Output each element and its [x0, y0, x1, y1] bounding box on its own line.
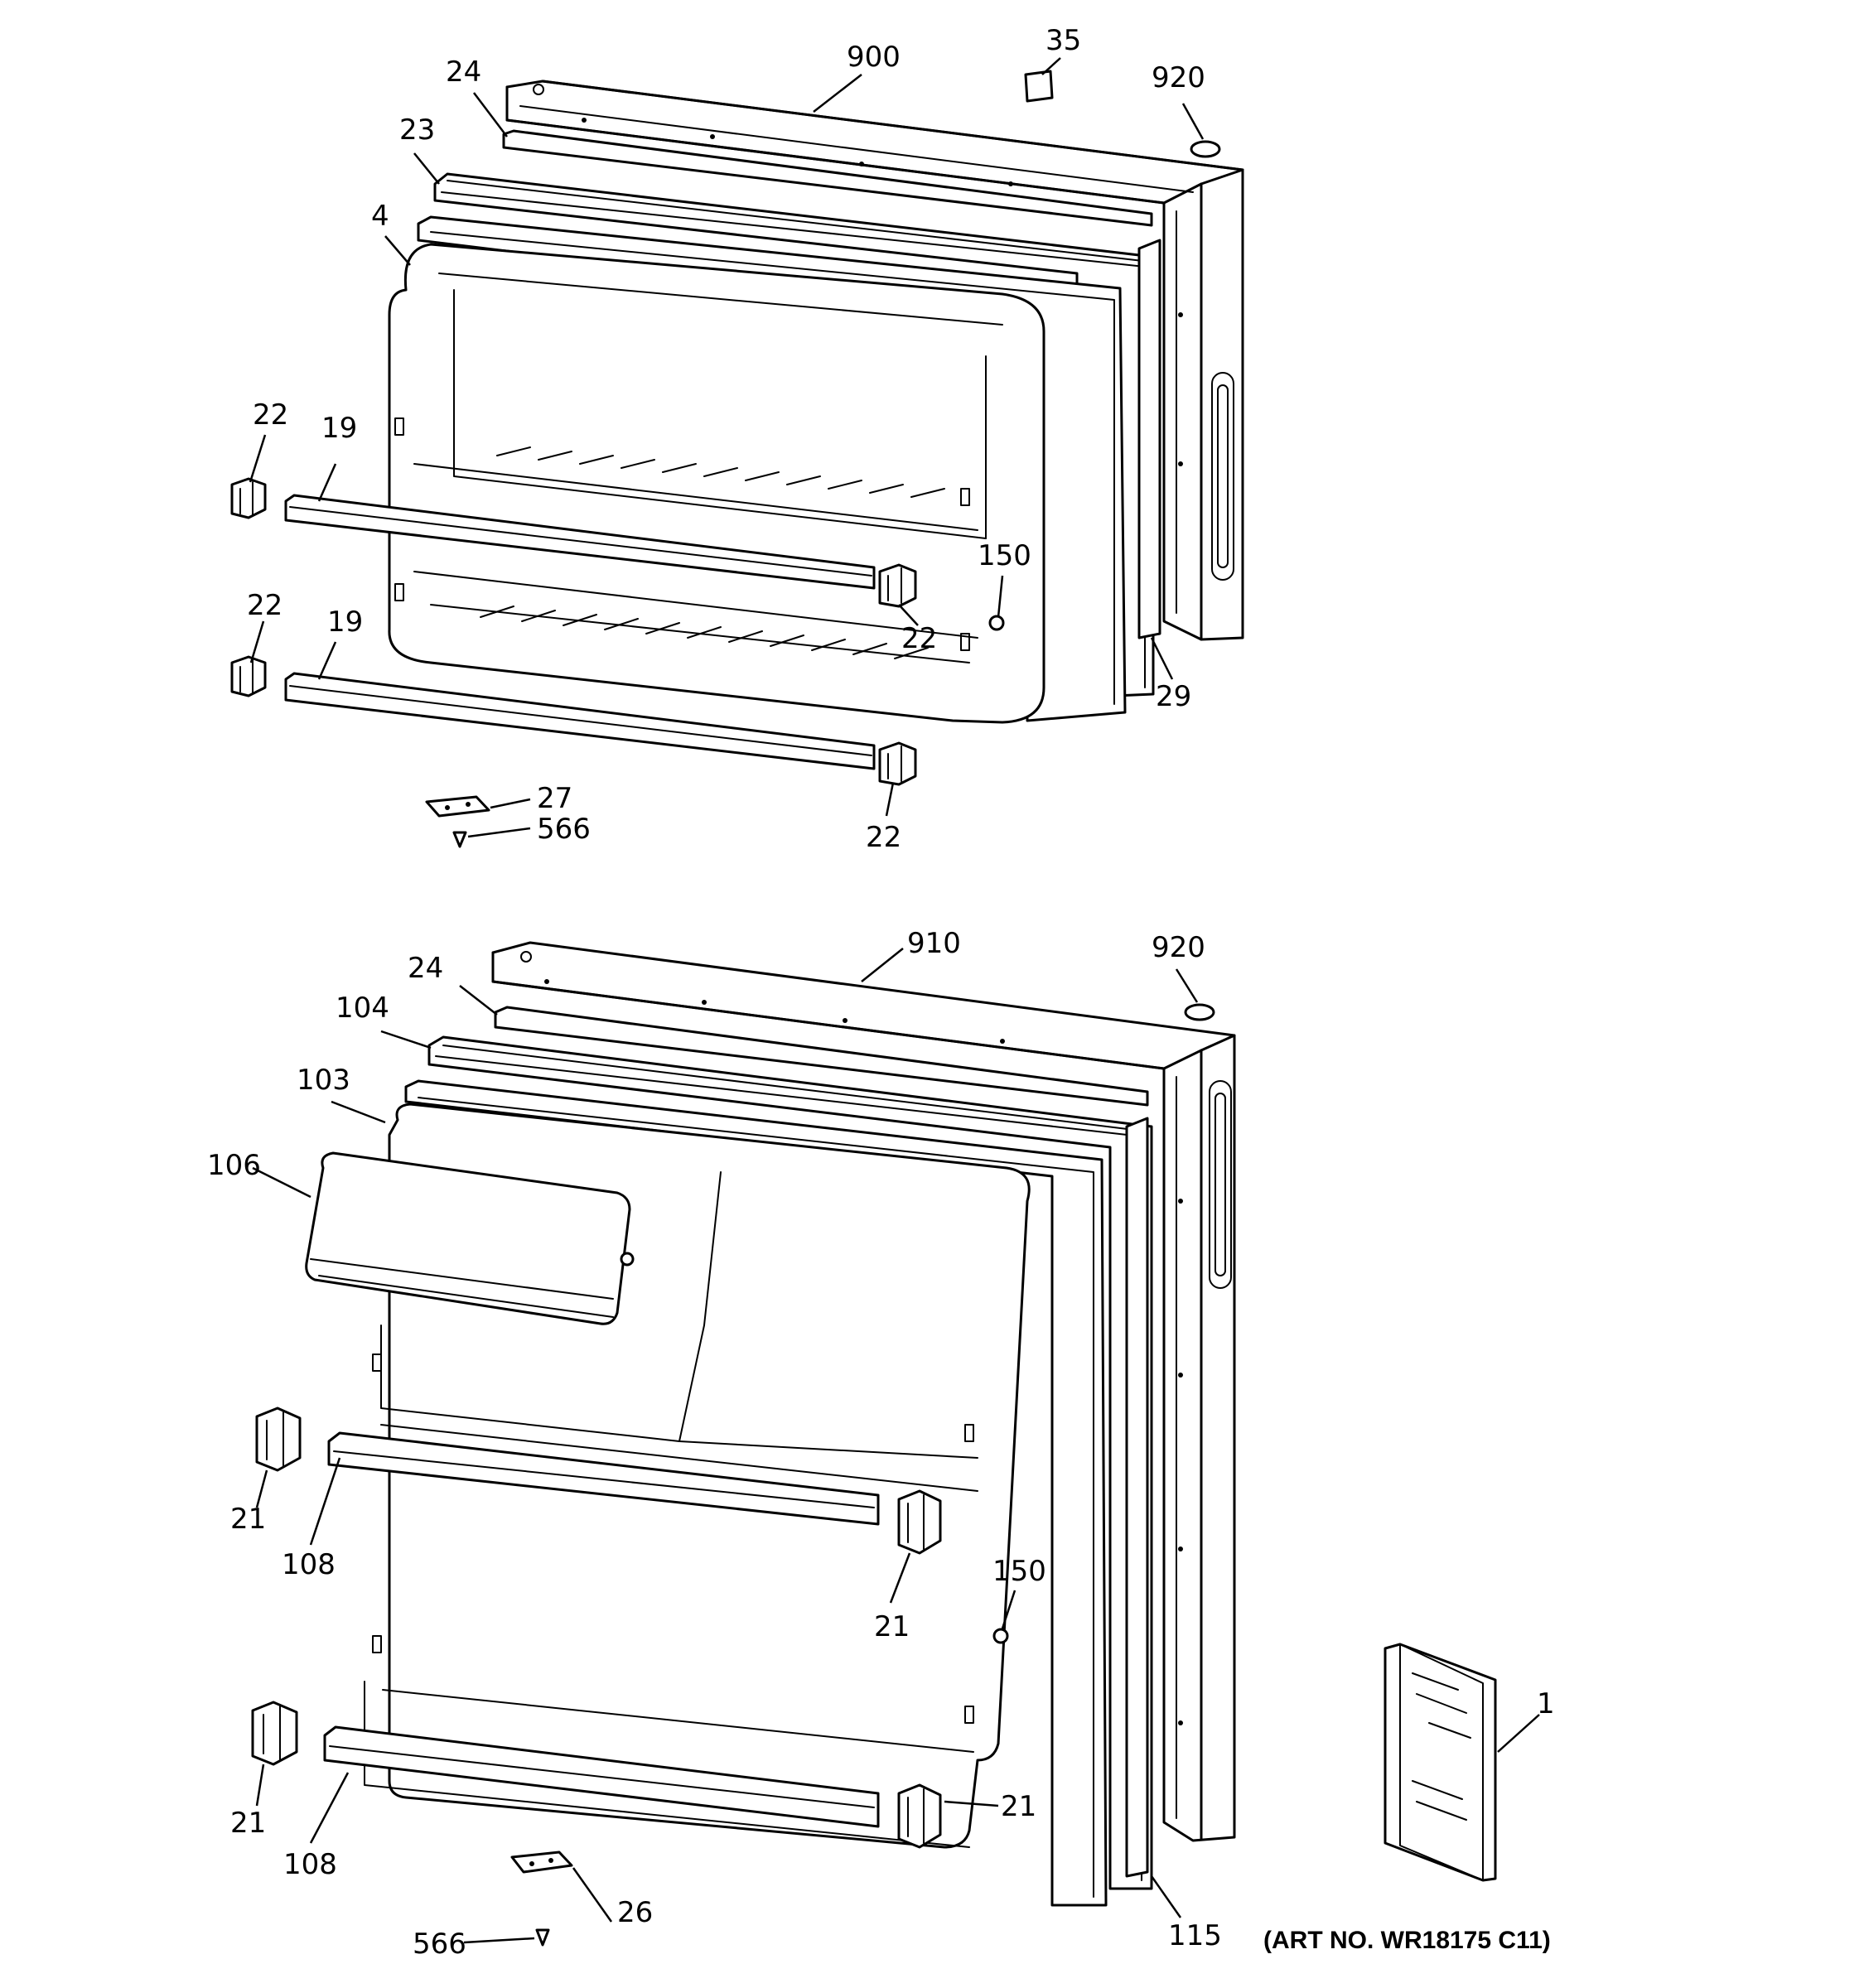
shelf-ribs-lower [480, 606, 929, 659]
part-labels: 900 35 920 24 23 4 22 19 150 22 22 19 29… [207, 24, 1555, 1961]
leader-lines [249, 57, 1540, 1944]
owners-manual-1 [1384, 1643, 1497, 1882]
label-21-left-upper: 21 [230, 1503, 266, 1536]
shelf-bar-19-lower [284, 672, 876, 770]
breaker-strip-24 [502, 129, 1153, 227]
screw-566-lower [535, 1928, 550, 1947]
shelf-ribs-upper [496, 446, 945, 498]
label-24-upper: 24 [446, 55, 481, 89]
dairy-door-106 [305, 1151, 635, 1325]
label-22-right-lower: 22 [866, 821, 901, 854]
shelf-bar-108-upper [327, 1431, 880, 1526]
label-4: 4 [371, 200, 389, 233]
shelf-retainer-22-right-upper [878, 563, 917, 608]
label-27: 27 [537, 782, 572, 815]
label-22-left-upper: 22 [253, 398, 288, 432]
plug-920-upper [1190, 140, 1221, 158]
label-21-right-lower: 21 [1001, 1790, 1036, 1823]
label-115: 115 [1168, 1919, 1222, 1952]
label-22-right-upper: 22 [901, 622, 937, 655]
label-26: 26 [617, 1896, 653, 1929]
label-21-right-upper: 21 [874, 1610, 910, 1643]
screw-150-upper [988, 615, 1005, 631]
label-1: 1 [1537, 1687, 1555, 1720]
freezer-door-assembly [230, 70, 1244, 848]
shelf-bar-108-lower [323, 1725, 880, 1828]
seal-strip-29 [1137, 239, 1161, 639]
label-106: 106 [207, 1149, 261, 1182]
fresh-food-door-assembly [251, 941, 1497, 1947]
outer-door-panel-910 [491, 941, 1236, 1842]
shelf-retainer-21-right-upper [897, 1489, 942, 1555]
hinge-26 [510, 1850, 573, 1874]
breaker-strip-24-lower [494, 1006, 1149, 1107]
label-24-lower: 24 [408, 952, 443, 985]
freezer-inner-liner [388, 243, 1045, 724]
shelf-retainer-21-right-lower [897, 1783, 942, 1849]
label-566-lower: 566 [413, 1928, 466, 1961]
plug-920-lower [1184, 1003, 1215, 1021]
label-108-upper: 108 [282, 1548, 336, 1581]
shelf-retainer-22-right-lower [878, 741, 917, 786]
shelf-bar-19-upper [284, 494, 876, 590]
label-21-left-lower: 21 [230, 1807, 266, 1840]
label-104: 104 [336, 992, 389, 1025]
label-920-upper: 920 [1152, 61, 1205, 94]
label-566-upper: 566 [537, 813, 591, 846]
label-35: 35 [1045, 24, 1081, 57]
outer-door-panel-900 [505, 80, 1244, 641]
label-19-upper: 19 [321, 412, 357, 445]
label-103: 103 [297, 1064, 350, 1097]
label-29: 29 [1156, 680, 1191, 713]
label-23: 23 [399, 113, 435, 147]
label-22-left-lower: 22 [247, 589, 282, 622]
label-900: 900 [847, 41, 901, 74]
hinge-27 [425, 795, 490, 818]
label-150-lower: 150 [992, 1555, 1046, 1588]
shelf-retainer-21-left-lower [251, 1701, 298, 1766]
label-108-lower: 108 [283, 1848, 337, 1881]
shelf-retainer-21-left-upper [255, 1407, 302, 1472]
screw-150-lower [992, 1628, 1009, 1644]
seal-strip-115 [1125, 1117, 1149, 1878]
label-19-lower: 19 [327, 606, 363, 639]
art-number: (ART NO. WR18175 C11) [1263, 1927, 1551, 1954]
cap-35 [1024, 70, 1054, 103]
label-150-upper: 150 [978, 539, 1031, 572]
label-910: 910 [907, 927, 961, 960]
shelf-retainer-22-left-upper [230, 477, 267, 519]
label-920-lower: 920 [1152, 931, 1205, 964]
shelf-retainer-22-left-lower [230, 655, 267, 697]
screw-566-upper [452, 831, 467, 848]
